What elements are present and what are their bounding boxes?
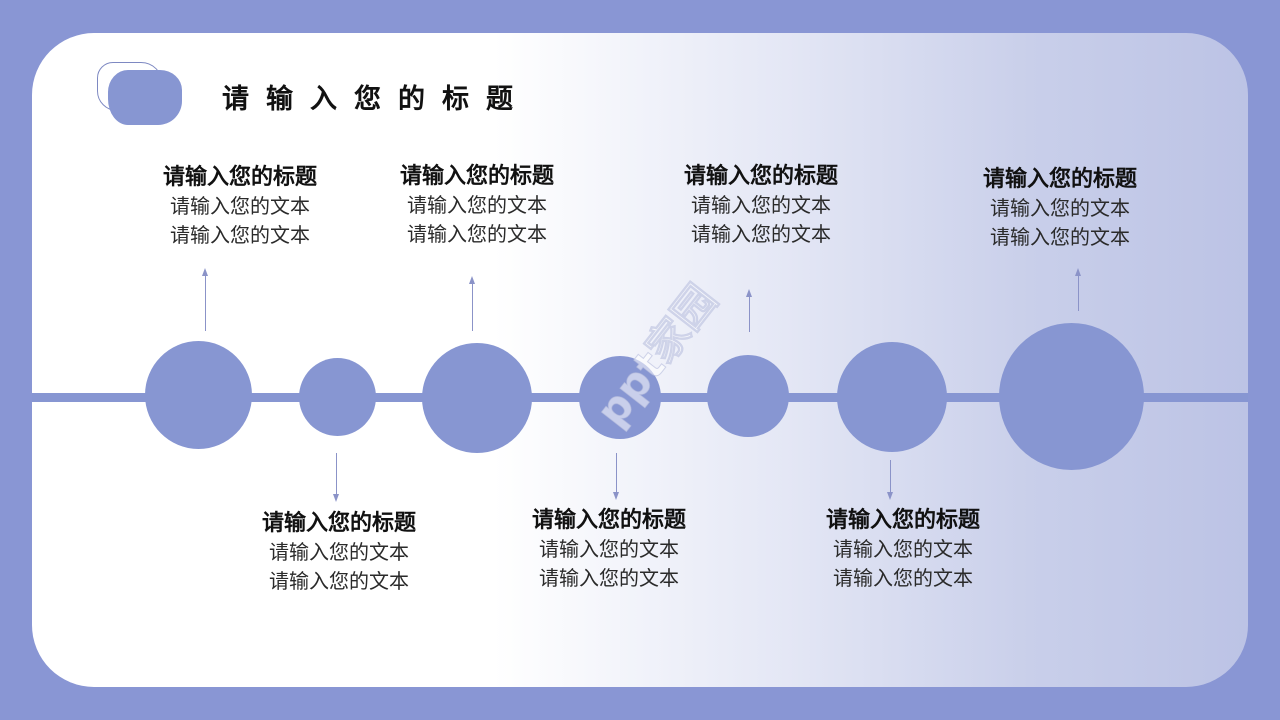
arrow-up-icon bbox=[469, 276, 475, 331]
label-text: 请输入您的文本 bbox=[170, 194, 310, 218]
label-text: 请输入您的文本 bbox=[833, 537, 973, 561]
timeline-node-1 bbox=[145, 341, 252, 449]
label-text: 请输入您的文本 bbox=[539, 537, 679, 561]
arrow-down-icon bbox=[613, 453, 619, 500]
timeline-node-5 bbox=[707, 355, 789, 437]
timeline-node-3 bbox=[422, 343, 532, 453]
label-text: 请输入您的文本 bbox=[407, 222, 547, 246]
arrow-down-icon bbox=[887, 460, 893, 500]
timeline-label-3: 请输入您的标题 请输入您的文本 请输入您的文本 bbox=[367, 161, 587, 249]
timeline-node-2 bbox=[299, 358, 376, 436]
label-text: 请输入您的文本 bbox=[833, 566, 973, 590]
label-title: 请输入您的标题 bbox=[261, 510, 416, 536]
label-title: 请输入您的标题 bbox=[399, 163, 554, 189]
label-title: 请输入您的标题 bbox=[531, 507, 686, 533]
label-text: 请输入您的文本 bbox=[539, 566, 679, 590]
timeline-label-6: 请输入您的标题 请输入您的文本 请输入您的文本 bbox=[793, 505, 1013, 593]
label-title: 请输入您的标题 bbox=[825, 507, 980, 533]
timeline-label-4: 请输入您的标题 请输入您的文本 请输入您的文本 bbox=[499, 505, 719, 593]
arrow-down-icon bbox=[333, 453, 339, 502]
label-text: 请输入您的文本 bbox=[269, 569, 409, 593]
label-text: 请输入您的文本 bbox=[990, 225, 1130, 249]
label-title: 请输入您的标题 bbox=[683, 163, 838, 189]
timeline-node-7 bbox=[999, 323, 1144, 470]
arrow-up-icon bbox=[202, 268, 208, 331]
arrow-up-icon bbox=[746, 289, 752, 332]
timeline-label-7: 请输入您的标题 请输入您的文本 请输入您的文本 bbox=[950, 164, 1170, 252]
timeline-node-6 bbox=[837, 342, 947, 452]
label-text: 请输入您的文本 bbox=[691, 193, 831, 217]
title-decoration-blob bbox=[108, 70, 182, 125]
timeline-label-5: 请输入您的标题 请输入您的文本 请输入您的文本 bbox=[651, 161, 871, 249]
label-text: 请输入您的文本 bbox=[170, 223, 310, 247]
slide-title: 请输入您的标题 bbox=[222, 84, 530, 115]
label-text: 请输入您的文本 bbox=[990, 196, 1130, 220]
label-text: 请输入您的文本 bbox=[691, 222, 831, 246]
timeline-node-4 bbox=[579, 356, 661, 439]
label-title: 请输入您的标题 bbox=[162, 164, 317, 190]
slide-card: 请输入您的标题 请输入您的标题 请输入您的文本 请输入您的文本 请输入您的标题 … bbox=[32, 33, 1248, 687]
label-text: 请输入您的文本 bbox=[269, 540, 409, 564]
timeline-label-1: 请输入您的标题 请输入您的文本 请输入您的文本 bbox=[130, 162, 350, 250]
arrow-up-icon bbox=[1075, 268, 1081, 311]
label-title: 请输入您的标题 bbox=[982, 166, 1137, 192]
label-text: 请输入您的文本 bbox=[407, 193, 547, 217]
timeline-label-2: 请输入您的标题 请输入您的文本 请输入您的文本 bbox=[229, 508, 449, 596]
